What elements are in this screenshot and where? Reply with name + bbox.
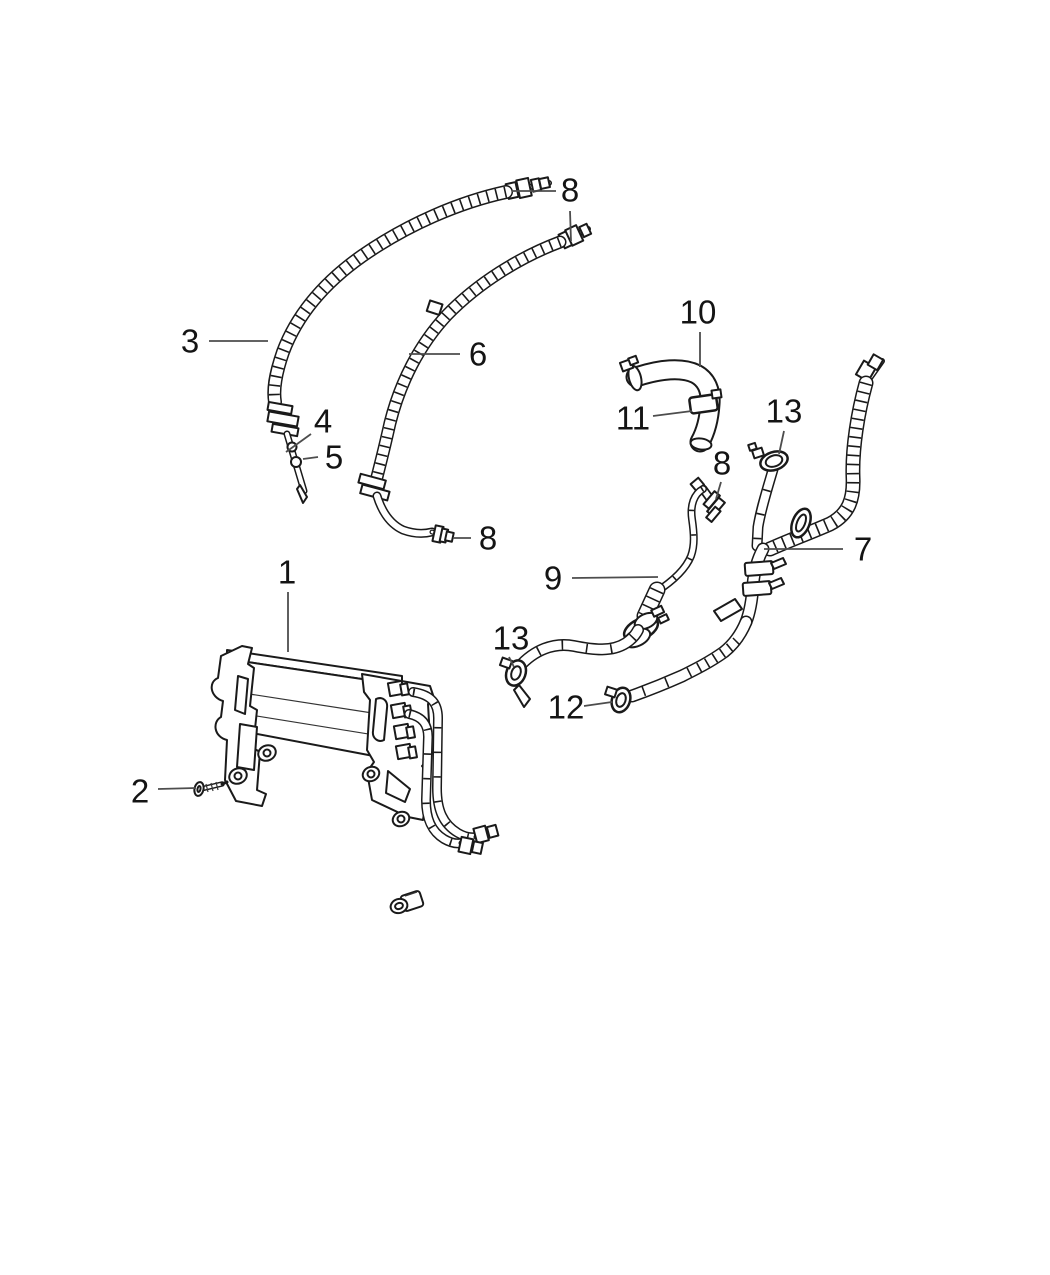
callout-7: 7	[764, 531, 872, 568]
bracket-bolt-boss	[361, 765, 381, 783]
callout-8: 8	[512, 172, 579, 242]
callout-label-5: 5	[325, 439, 343, 476]
callout-label-11: 11	[616, 400, 650, 437]
callout-4: 4	[285, 403, 332, 453]
callout-label-12: 12	[548, 689, 585, 726]
callout-label-8: 8	[713, 445, 731, 482]
bracket-bolt-boss	[228, 767, 248, 785]
bracket-cutout	[234, 675, 249, 715]
elbow-inlet-clamp	[618, 354, 640, 373]
cooler-left-bracket	[210, 645, 277, 807]
hose-7-clamp-band-1	[743, 557, 787, 577]
leader-line-4	[285, 433, 312, 453]
callout-label-9: 9	[544, 560, 562, 597]
callout-11: 11	[616, 400, 693, 437]
callout-label-2: 2	[131, 773, 149, 810]
hose-7	[604, 353, 885, 714]
cooler-tube-upper	[408, 687, 500, 845]
leader-line-9	[571, 576, 659, 579]
leader-line-12	[583, 701, 613, 707]
bracket-cutout	[371, 697, 389, 742]
bracket-bolt-boss	[257, 744, 277, 762]
leader-line-11	[652, 410, 693, 417]
leader-line-2	[157, 787, 197, 790]
callout-label-10: 10	[680, 294, 717, 331]
callout-3: 3	[181, 323, 268, 360]
elbow-outlet-cuff	[689, 437, 713, 451]
hose-13-tag	[513, 684, 531, 708]
leader-line-5	[302, 456, 319, 460]
clamp-13-upper	[747, 441, 789, 472]
callout-13: 13	[493, 620, 530, 668]
bracket-cutout	[236, 723, 258, 771]
callout-1: 1	[278, 554, 296, 652]
tube-clip-lower	[290, 456, 302, 468]
cooler-core	[226, 649, 403, 758]
callout-9: 9	[544, 560, 659, 597]
callout-label-4: 4	[314, 403, 332, 440]
clamp-12	[604, 685, 632, 714]
hose-7-clamp-band-2	[741, 577, 785, 597]
leader-line-8	[569, 210, 572, 242]
cooler-assembly	[210, 645, 500, 856]
callout-label-13: 13	[493, 620, 530, 657]
leader-line-13	[778, 430, 785, 455]
leader-line-13	[508, 656, 515, 668]
hose-3-lower-fitting-rings	[266, 400, 300, 438]
hose-6	[357, 222, 593, 544]
hose-7-upper-stub	[751, 460, 780, 552]
callout-label-6: 6	[469, 336, 487, 373]
tube-tip	[296, 484, 308, 504]
hose-3-end-fitting	[504, 176, 551, 200]
callout-label-8: 8	[479, 520, 497, 557]
callout-10: 10	[680, 294, 717, 367]
hose-9-boot	[636, 581, 666, 625]
hose-3	[266, 176, 552, 504]
clamp-11	[688, 388, 723, 415]
hose-7-grommet	[790, 507, 812, 539]
bracket-bolt-boss	[391, 810, 411, 828]
callout-label-8: 8	[561, 172, 579, 209]
callout-2: 2	[131, 773, 197, 810]
hose-3-tube-end	[283, 430, 308, 504]
callout-5: 5	[302, 439, 343, 476]
callout-6: 6	[409, 336, 487, 373]
callout-8: 8	[713, 445, 731, 500]
cooler-tube-lower	[404, 709, 484, 856]
bracket-cutout	[385, 770, 411, 803]
hose-6-clip	[425, 299, 444, 316]
mounting-screw	[193, 780, 229, 797]
callout-8: 8	[453, 520, 497, 557]
callout-13: 13	[766, 393, 803, 455]
hose-7-tag	[713, 598, 743, 622]
callout-label-1: 1	[278, 554, 296, 591]
clamp-13-lower	[498, 656, 528, 687]
callout-label-7: 7	[854, 531, 872, 568]
callout-label-13: 13	[766, 393, 803, 430]
callout-12: 12	[548, 689, 613, 726]
hose-13-lower	[498, 624, 644, 708]
callout-label-3: 3	[181, 323, 199, 360]
retainer-clip	[389, 890, 425, 915]
hose-6-outlet-fitting	[429, 524, 455, 544]
leader-line-8	[715, 481, 722, 500]
elbow-hose-10	[618, 354, 723, 453]
